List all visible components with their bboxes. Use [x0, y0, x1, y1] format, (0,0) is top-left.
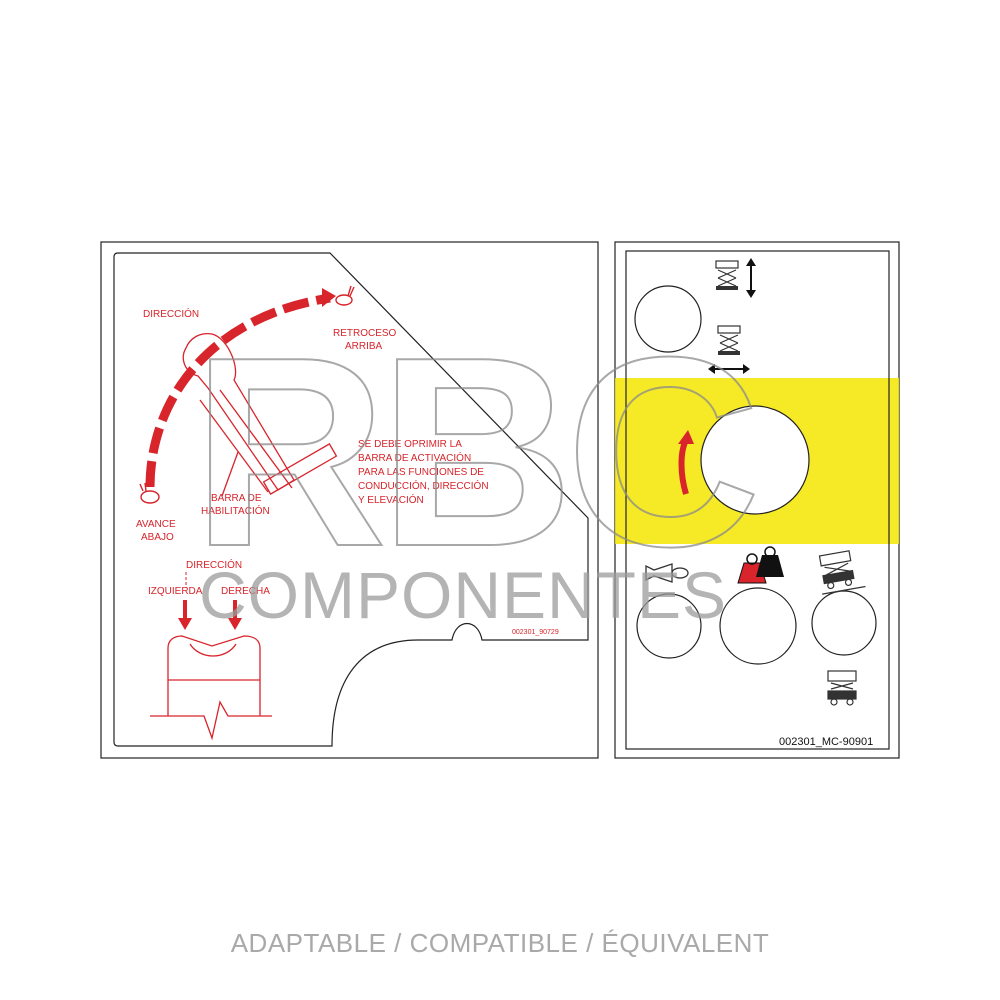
compatibility-footer: ADAPTABLE / COMPATIBLE / ÉQUIVALENT [230, 928, 770, 958]
left-part-code: 002301_90729 [512, 629, 559, 636]
enable-bar-label-1: BARRA DE [211, 493, 262, 504]
left-decal-border [100, 241, 599, 759]
instruction-line-3: PARA LAS FUNCIONES DE [358, 467, 484, 478]
watermark-subtitle: COMPONENTES [199, 558, 727, 632]
right-decal: 002301_MC-90901 [614, 241, 900, 759]
instruction-line-1: SE DEBE OPRIMIR LA [358, 439, 462, 450]
motion-arc [145, 293, 331, 488]
instruction-line-5: Y ELEVACIÓN [358, 493, 424, 506]
joystick-drawing [182, 332, 338, 497]
left-decal: DIRECCIÓN RETROCESO ARRIBA AVANCE ABAJO … [100, 241, 599, 759]
forward-label: AVANCE [136, 519, 176, 530]
overload-button [719, 587, 797, 665]
horn-button [636, 593, 702, 659]
up-label: ARRIBA [345, 341, 383, 352]
enable-bar-label-2: HABILITACIÓN [201, 504, 270, 517]
rabbit-icon [335, 285, 355, 306]
tilt-alarm-icon [818, 550, 866, 595]
reverse-label: RETROCESO [333, 328, 397, 339]
horn-icon [645, 563, 689, 583]
red-curved-arrow [678, 430, 694, 495]
tilt-button [811, 590, 877, 656]
right-decal-inner-border [625, 250, 890, 750]
steer-label-2: DIRECCIÓN [186, 558, 242, 571]
main-control-button [700, 405, 810, 515]
steer-label: DIRECCIÓN [143, 307, 199, 320]
platform-icon [827, 670, 857, 706]
right-steer-label: DERECHA [221, 586, 270, 597]
instruction-line-2: BARRA DE ACTIVACIÓN [358, 451, 471, 464]
steering-switch-drawing [150, 635, 272, 741]
instruction-line-4: CONDUCCIÓN, DIRECCIÓN [358, 479, 489, 492]
watermark-brand: RBC [192, 302, 756, 603]
left-decal-die-cut [113, 252, 589, 747]
arc-arrow-head [322, 288, 336, 307]
drive-mode-icon [708, 325, 750, 374]
watermark: RBC COMPONENTES [191, 301, 765, 632]
steer-right-arrow [228, 600, 242, 630]
lift-drive-select-button [634, 285, 702, 353]
left-steer-label: IZQUIERDA [148, 586, 203, 597]
overload-weight-icon [737, 546, 784, 584]
right-part-code: 002301_MC-90901 [779, 736, 873, 748]
turtle-icon [139, 482, 160, 504]
down-label: ABAJO [141, 532, 174, 543]
lift-mode-icon [715, 258, 756, 298]
steer-left-arrow [178, 600, 192, 630]
